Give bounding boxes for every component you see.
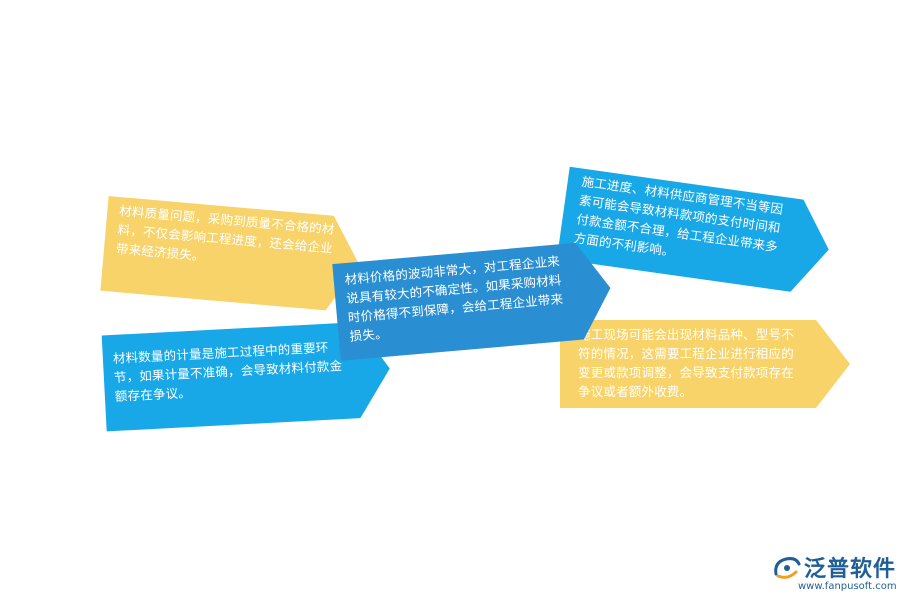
card-material-quantity: 材料数量的计量是施工过程中的重要环节，如果计量不准确，会导致材料付款金额存在争议… (101, 321, 393, 432)
card-text: 施工现场可能会出现材料品种、型号不符的情况，这需要工程企业进行相应的变更或款项调… (578, 327, 794, 399)
arrow-shape-blue (101, 322, 390, 432)
card-material-quality: 材料质量问题，采购到质量不合格的材料，不仅会影响工程进度，还会给企业带来经济损失… (100, 196, 363, 313)
card-progress-supplier: 施工进度、材料供应商管理不当等因素可能会导致材料款项的支付时间和付款金额不合理，… (556, 166, 835, 296)
logo-url: www.fanpusoft.com (798, 581, 897, 592)
arrow-shape-blue (556, 166, 829, 292)
arrow-shape-yellow (100, 196, 360, 311)
logo-name: 泛普软件 (804, 557, 897, 582)
arrow-shape-yellow (560, 320, 850, 408)
card-material-price: 材料价格的波动非常大，对工程企业来 说具有较大的不确定性。如果采购材料 时价格得… (332, 240, 614, 361)
brand-logo: 泛普软件 www.fanpusoft.com (768, 548, 898, 598)
fanpu-logo-icon (774, 557, 801, 579)
arrow-shape-blue (332, 242, 611, 361)
card-site-variation: 施工现场可能会出现材料品种、型号不符的情况，这需要工程企业进行相应的变更或款项调… (560, 320, 850, 408)
card-text: 材料数量的计量是施工过程中的重要环节，如果计量不准确，会导致材料付款金额存在争议… (112, 339, 343, 404)
